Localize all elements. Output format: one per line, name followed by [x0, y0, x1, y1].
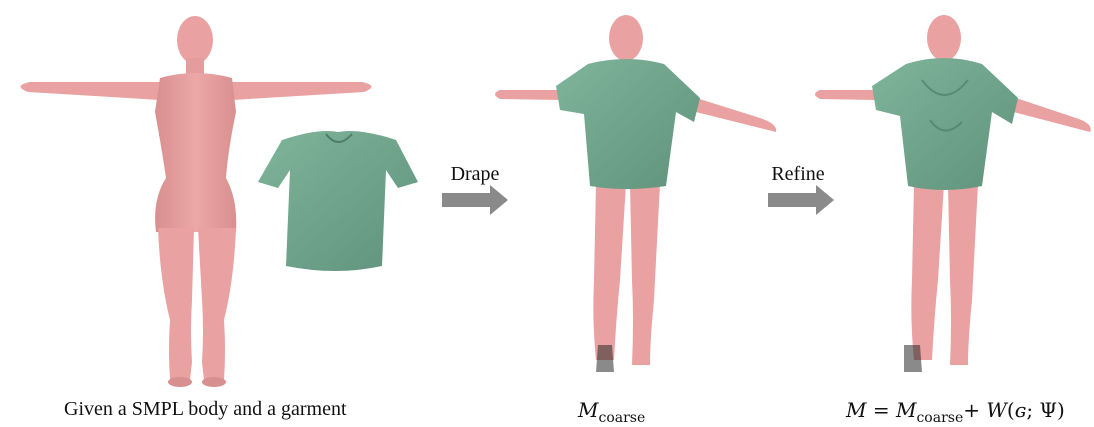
coarse-left-arm: [495, 90, 560, 100]
body-right-leg: [198, 228, 236, 380]
formula-m-coarse: M: [896, 398, 916, 422]
body-left-arm: [20, 82, 165, 100]
drape-arrow: [442, 185, 508, 215]
formula-open-paren: (: [1007, 398, 1015, 422]
refine-arrow-head: [816, 185, 834, 215]
refined-head: [927, 15, 961, 61]
body-head: [177, 16, 213, 64]
refined-left-leg: [911, 184, 944, 360]
formula-close-paren: ): [1057, 398, 1065, 422]
refined-right-leg: [948, 184, 978, 365]
coarse-right-arm: [688, 96, 776, 132]
coarse-shirt: [556, 59, 700, 189]
refine-arrow: [768, 185, 834, 215]
refined-result: [815, 15, 1091, 372]
refine-label: Refine: [762, 163, 834, 186]
refined-shirt: [872, 58, 1018, 190]
refine-arrow-shaft: [768, 193, 816, 207]
formula-g: ɢ: [1015, 398, 1027, 422]
refined-right-arm: [1006, 96, 1091, 132]
coarse-result: [495, 15, 776, 372]
coarse-right-leg: [630, 184, 660, 365]
final-formula: M = Mcoarse+ W(ɢ; Ψ): [846, 398, 1065, 426]
body-right-arm: [226, 82, 372, 100]
input-caption: Given a SMPL body and a garment: [64, 398, 347, 421]
formula-plus: +: [963, 398, 986, 422]
formula-m: M: [846, 398, 866, 422]
coarse-caption-sub: coarse: [598, 410, 645, 426]
coarse-head: [609, 15, 643, 61]
drape-arrow-head: [490, 185, 508, 215]
coarse-caption: Mcoarse: [578, 398, 645, 426]
garment-body: [258, 131, 418, 271]
formula-eq: =: [866, 398, 895, 422]
body-torso: [155, 73, 236, 232]
coarse-left-leg: [593, 184, 626, 360]
drape-label: Drape: [442, 163, 508, 186]
formula-w: W: [986, 398, 1007, 422]
body-right-foot: [202, 377, 226, 387]
garment-tshirt: [258, 131, 418, 271]
refined-ankle-shadow: [904, 345, 922, 372]
formula-psi: Ψ: [1039, 398, 1057, 422]
body-left-foot: [168, 377, 192, 387]
drape-arrow-shaft: [442, 193, 490, 207]
formula-coarse-sub: coarse: [916, 410, 963, 426]
body-left-leg: [158, 228, 194, 380]
coarse-ankle-shadow: [596, 345, 614, 372]
coarse-caption-var: M: [578, 398, 598, 422]
refined-left-arm: [815, 90, 876, 100]
formula-semicolon: ;: [1026, 398, 1039, 422]
